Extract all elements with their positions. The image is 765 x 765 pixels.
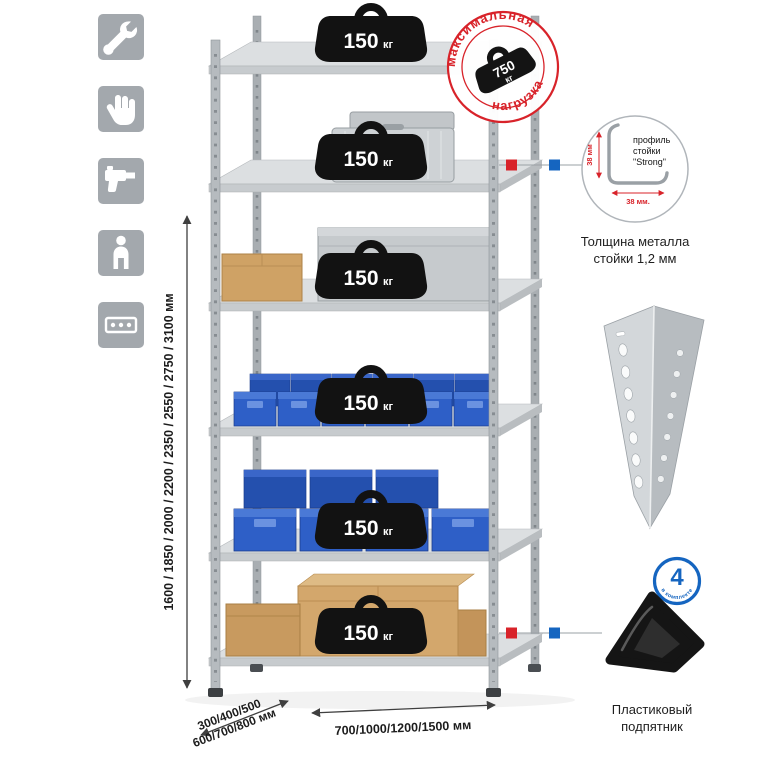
drill-glyph	[105, 166, 135, 192]
perforated-strip-icon	[98, 302, 144, 348]
post-profile-detail: 38 мм 38 мм. профиль стойки "Strong"	[581, 115, 689, 223]
load-badge-5: 150 кг	[315, 494, 427, 549]
callout-profile-markers	[499, 159, 582, 171]
load-value: 150	[343, 30, 378, 53]
max-load-stamp: максимальная нагрузка 750 кг	[440, 4, 560, 124]
load-unit: кг	[383, 276, 394, 288]
load-badge-6: 150 кг	[315, 599, 427, 654]
foot-caption-line2: подпятник	[621, 718, 683, 734]
width-dimension-line	[311, 700, 496, 718]
load-unit: кг	[383, 157, 394, 169]
load-badge-1: 150 кг	[315, 7, 427, 62]
drill-icon	[98, 158, 144, 204]
load-badge-4: 150 кг	[315, 369, 427, 424]
shelf-level-2	[207, 159, 544, 193]
foot-caption-line1: Пластиковый	[611, 702, 693, 717]
profile-label-line3: "Strong"	[633, 157, 666, 167]
height-dimension-label: 1600 / 1850 / 2000 / 2200 / 2350 / 2550 …	[162, 293, 176, 611]
profile-caption: Толщина металла стойки 1,2 мм	[574, 234, 696, 268]
load-value: 150	[343, 622, 378, 645]
profile-label-line1: профиль	[633, 135, 671, 145]
post-holes-right	[657, 349, 684, 483]
feature-icon-column	[98, 14, 144, 348]
person-icon	[98, 230, 144, 276]
gloves-glyph	[106, 95, 135, 125]
profile-dim-horizontal-label: 38 мм.	[626, 197, 650, 206]
person-glyph	[113, 235, 129, 269]
callout-foot-markers	[499, 627, 602, 639]
included-count-badge: 4 в комплекте	[652, 556, 702, 606]
stamp-kettlebell-body	[475, 47, 536, 94]
depth-dimension-line	[200, 699, 289, 737]
load-badge-3: 150 кг	[315, 244, 427, 299]
stamp-unit: кг	[503, 72, 515, 85]
wrench-glyph	[103, 21, 138, 55]
detail-circle	[581, 115, 689, 223]
cardboard-boxes-bottom	[225, 573, 487, 657]
load-badge-2: 150 кг	[315, 125, 427, 180]
foot-caption: Пластиковый подпятник	[584, 702, 720, 736]
perforated-strip-glyph	[104, 316, 138, 334]
post-holes-left	[618, 343, 644, 489]
gloves-icon	[98, 86, 144, 132]
wrench-icon	[98, 14, 144, 60]
profile-cross-section	[607, 123, 669, 185]
dimension-arrows	[182, 215, 496, 737]
profile-caption-line2: стойки 1,2 мм	[593, 250, 677, 266]
load-value: 150	[343, 517, 378, 540]
profile-caption-line1: Толщина металла	[580, 234, 690, 249]
angle-post-image	[603, 305, 705, 530]
load-unit: кг	[383, 401, 394, 413]
profile-label-line2: стойки	[633, 146, 661, 156]
plastic-foot-image	[605, 591, 705, 673]
load-value: 150	[343, 267, 378, 290]
load-value: 150	[343, 392, 378, 415]
count-value: 4	[670, 564, 684, 591]
load-value: 150	[343, 148, 378, 171]
load-unit: кг	[383, 631, 394, 643]
load-unit: кг	[383, 39, 394, 51]
profile-dim-vertical-label: 38 мм	[585, 144, 594, 166]
load-unit: кг	[383, 526, 394, 538]
cardboard-box-small	[221, 253, 303, 302]
